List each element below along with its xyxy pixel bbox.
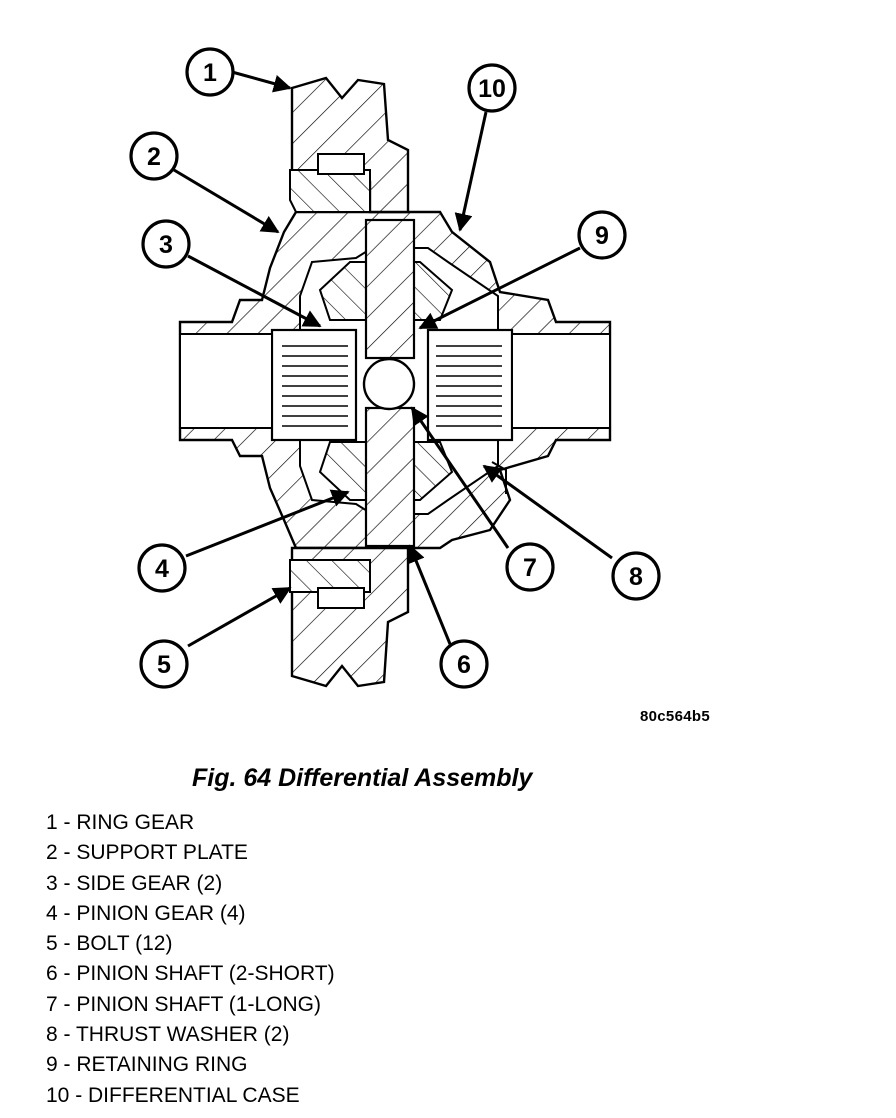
figure-code: 80c564b5	[640, 708, 710, 725]
callout-9: 9	[577, 210, 627, 260]
callout-6: 6	[439, 639, 489, 689]
svg-text:6: 6	[457, 651, 471, 679]
svg-text:4: 4	[155, 555, 169, 583]
spline-lines-left	[282, 345, 348, 427]
callout-4: 4	[137, 543, 187, 593]
legend-item: 4 - PINION GEAR (4)	[46, 901, 246, 925]
bolt-top	[317, 153, 365, 175]
callout-10: 10	[467, 63, 517, 113]
callout-7: 7	[505, 542, 555, 592]
svg-text:10: 10	[478, 75, 506, 103]
pinion-shaft-long	[362, 357, 416, 411]
legend-item: 8 - THRUST WASHER (2)	[46, 1023, 290, 1047]
callout-1: 1	[185, 47, 235, 97]
legend-item: 10 - DIFFERENTIAL CASE	[46, 1083, 300, 1107]
support-plate-top	[289, 169, 371, 213]
svg-text:7: 7	[523, 554, 537, 582]
figure-caption: Fig. 64 Differential Assembly	[192, 764, 533, 792]
pinion-shaft-short-top	[364, 218, 416, 360]
side-gear-right	[426, 328, 514, 442]
legend-item: 3 - SIDE GEAR (2)	[46, 871, 223, 895]
legend-item: 2 - SUPPORT PLATE	[46, 841, 248, 865]
bolt-bottom	[317, 587, 365, 609]
differential-assembly-diagram: 1 2 3 4 5 6 7 8 9 10	[129, 47, 661, 689]
axle-bore-right	[511, 333, 611, 429]
legend-item: 6 - PINION SHAFT (2-SHORT)	[46, 962, 335, 986]
svg-text:2: 2	[147, 143, 161, 171]
legend-item: 1 - RING GEAR	[46, 811, 195, 834]
legend-list: 1 - RING GEAR 2 - SUPPORT PLATE 3 - SIDE…	[46, 808, 335, 1111]
axle-bore-left	[179, 333, 273, 429]
legend-item: 9 - RETAINING RING	[46, 1053, 248, 1077]
callout-5: 5	[139, 639, 189, 689]
spline-lines-right	[436, 345, 502, 427]
callout-2: 2	[129, 131, 179, 181]
svg-text:5: 5	[157, 651, 171, 679]
svg-text:1: 1	[203, 59, 217, 87]
legend-item: 7 - PINION SHAFT (1-LONG)	[46, 992, 321, 1016]
leader-lines	[173, 70, 613, 648]
callout-8: 8	[611, 551, 661, 601]
svg-text:8: 8	[629, 563, 643, 591]
legend-item: 5 - BOLT (12)	[46, 932, 173, 956]
support-plate-bottom	[289, 559, 371, 593]
svg-text:9: 9	[595, 222, 609, 250]
svg-text:3: 3	[159, 231, 173, 259]
pinion-shaft-short-bottom	[364, 406, 416, 548]
callout-3: 3	[141, 219, 191, 269]
thrust-washer-right	[491, 461, 507, 494]
